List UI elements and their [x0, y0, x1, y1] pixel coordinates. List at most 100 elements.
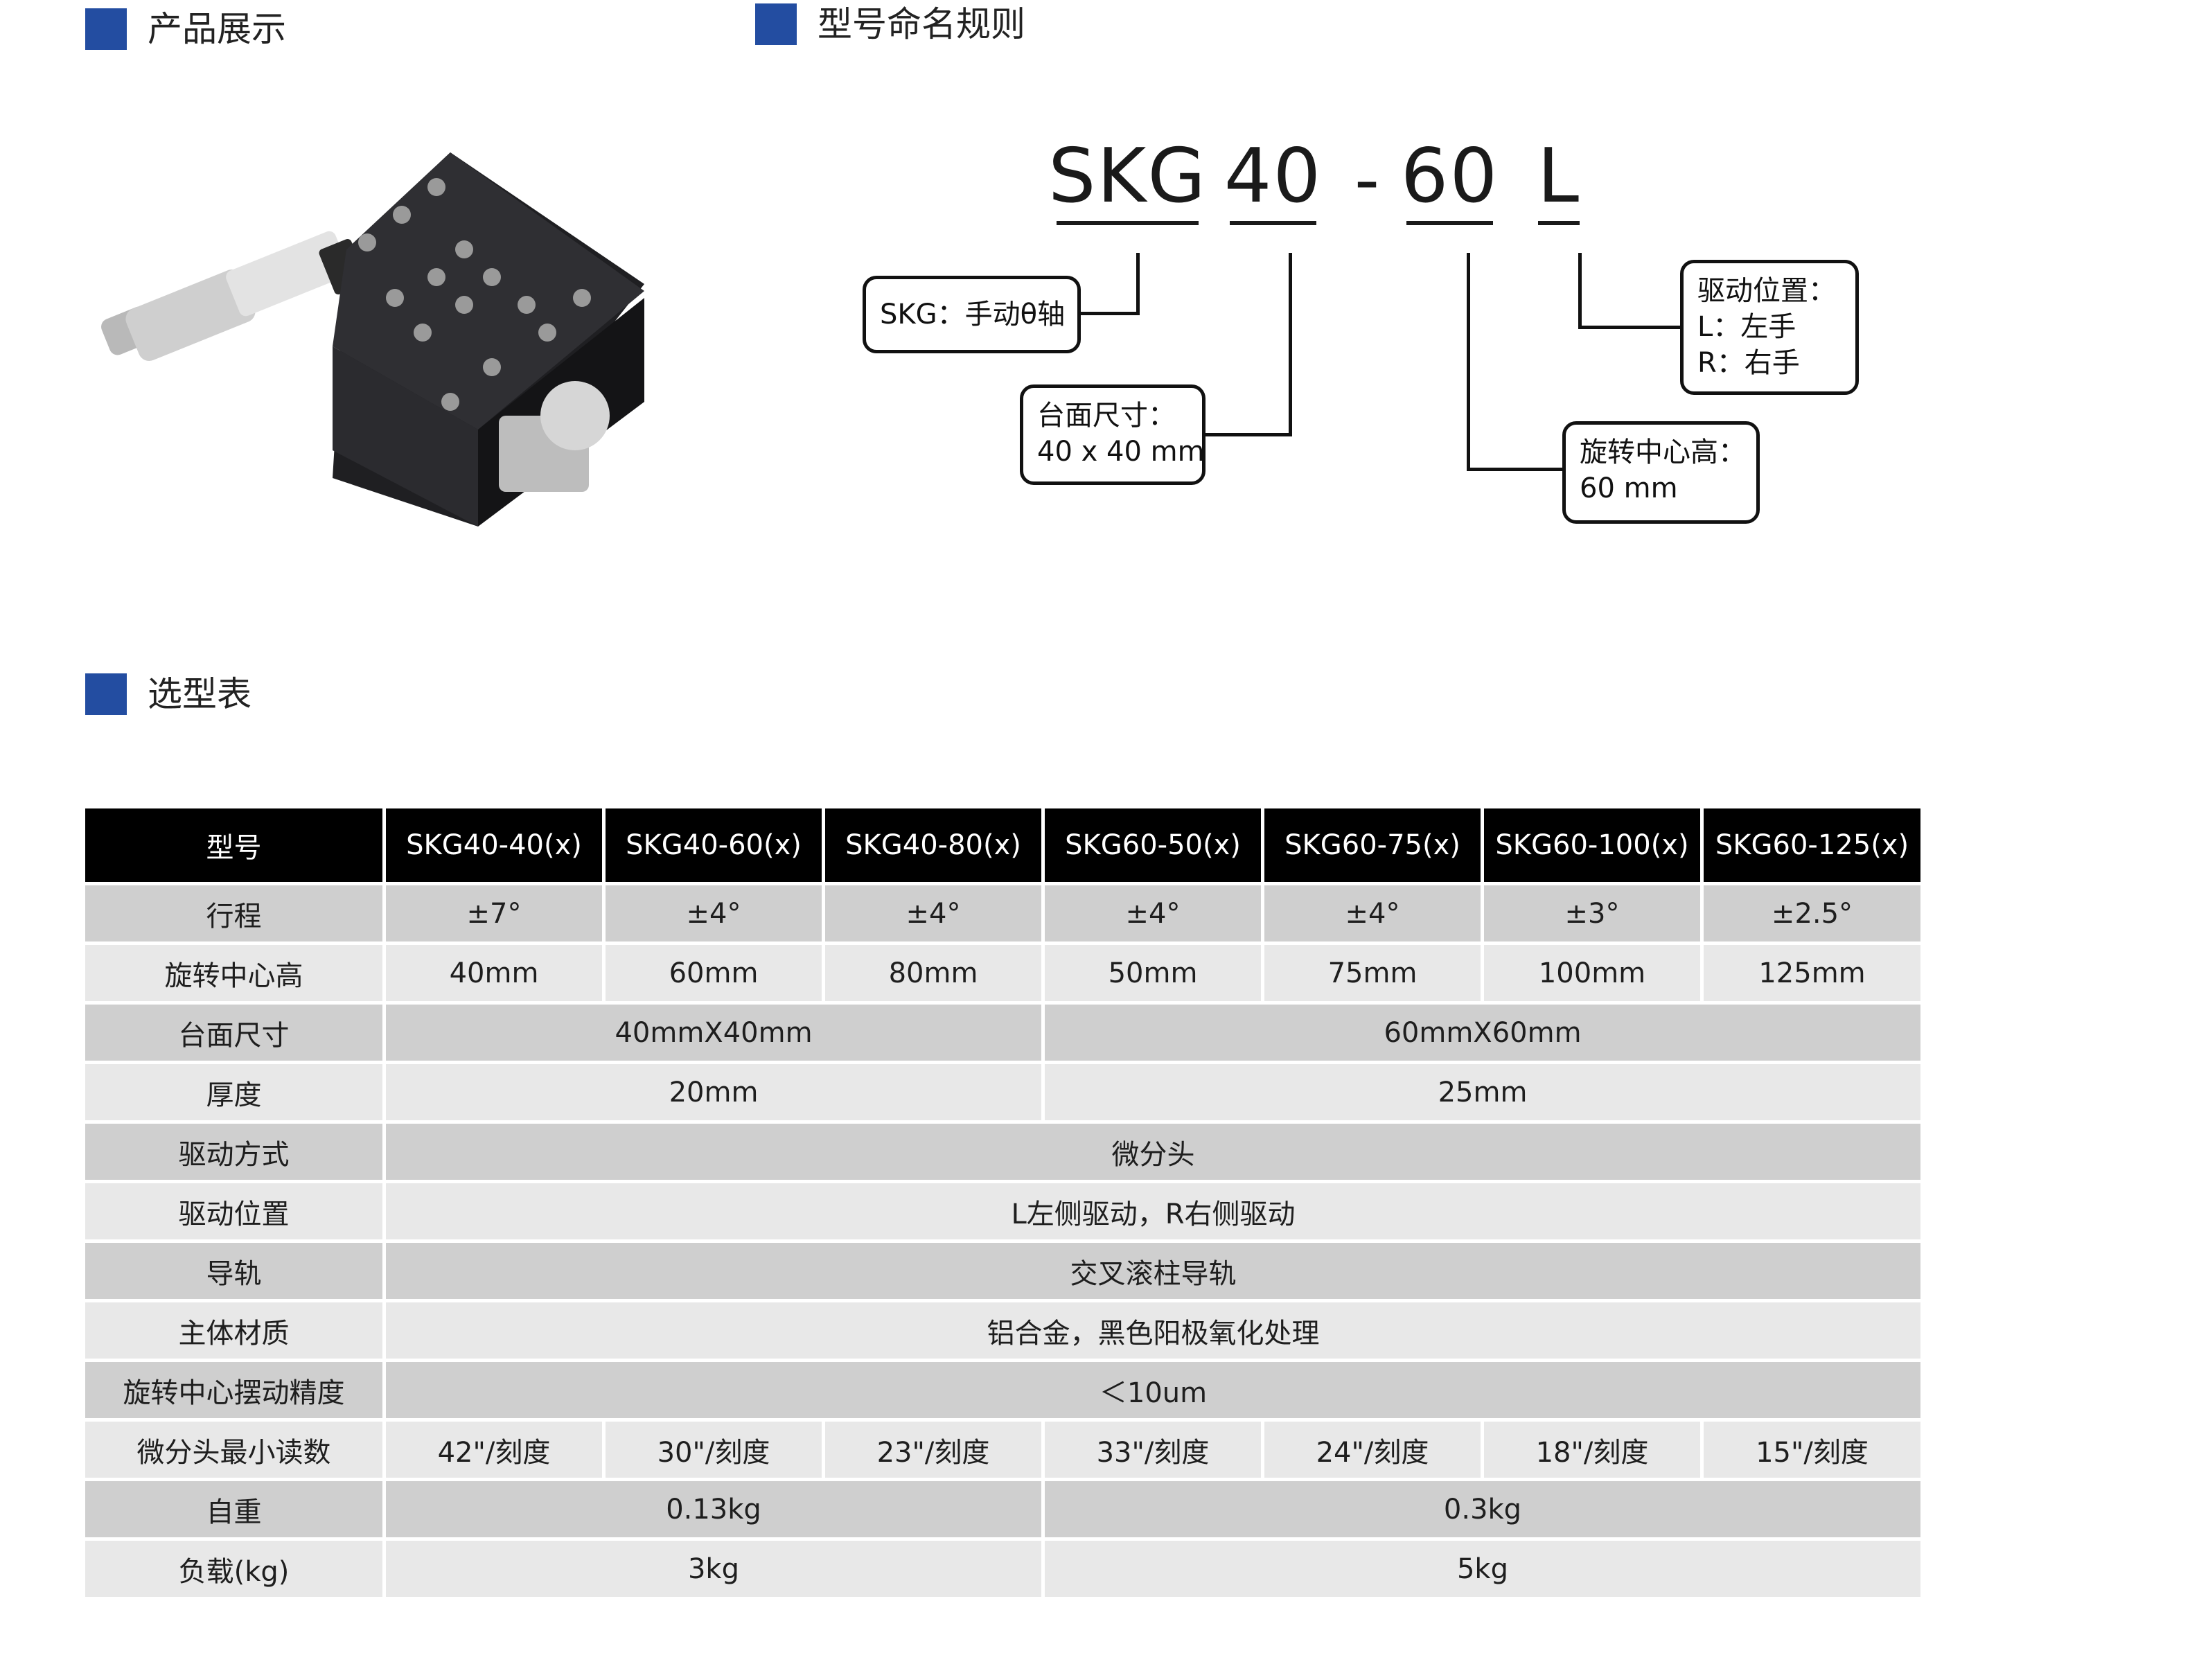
- table-cell: 23"/刻度: [822, 1418, 1045, 1481]
- table-cell: 40mmX40mm: [382, 1001, 1045, 1064]
- table-cell: 24"/刻度: [1261, 1418, 1484, 1481]
- row-label: 台面尺寸: [82, 1001, 386, 1064]
- row-label: 驱动位置: [82, 1180, 386, 1243]
- connector-line: [1578, 253, 1582, 329]
- box-size-title: 台面尺寸：: [1037, 400, 1176, 432]
- section-marker: [85, 673, 127, 715]
- code-drive: L: [1537, 133, 1581, 232]
- section-title-text: 选型表: [148, 674, 251, 714]
- table-cell: 33"/刻度: [1041, 1418, 1264, 1481]
- table-cell: ±7°: [382, 882, 606, 945]
- table-cell: 3kg: [382, 1537, 1045, 1600]
- section-title-text: 产品展示: [148, 9, 286, 49]
- code-dash: -: [1354, 139, 1380, 220]
- table-cell: 125mm: [1700, 941, 1924, 1005]
- table-cell: 18"/刻度: [1481, 1418, 1704, 1481]
- section-title-naming: 型号命名规则: [755, 3, 1025, 45]
- table-row: 驱动位置 L左侧驱动，R右侧驱动: [82, 1180, 1924, 1243]
- table-cell: 80mm: [822, 941, 1045, 1005]
- code-underline: [1538, 221, 1580, 225]
- table-cell: 铝合金，黑色阳极氧化处理: [382, 1299, 1924, 1362]
- product-image: [101, 152, 644, 527]
- code-height-text: 60: [1400, 133, 1499, 220]
- code-series-text: SKG: [1048, 133, 1208, 220]
- row-label: 负载(kg): [82, 1537, 386, 1600]
- table-cell: 60mmX60mm: [1041, 1001, 1924, 1064]
- micrometer-drawing: [101, 231, 367, 361]
- header-cell: SKG40-60(x): [602, 805, 825, 885]
- code-drive-text: L: [1537, 133, 1581, 220]
- table-cell: 75mm: [1261, 941, 1484, 1005]
- section-title-text: 型号命名规则: [818, 4, 1025, 44]
- table-row: 导轨 交叉滚柱导轨: [82, 1239, 1924, 1302]
- table-cell: 30"/刻度: [602, 1418, 825, 1481]
- row-label: 旋转中心摆动精度: [82, 1359, 386, 1422]
- table-cell: ±4°: [602, 882, 825, 945]
- header-cell: SKG60-75(x): [1261, 805, 1484, 885]
- box-drive-r: R：右手: [1697, 347, 1800, 379]
- code-size: 40: [1224, 135, 1321, 232]
- box-height: 旋转中心高： 60 mm: [1562, 421, 1760, 524]
- row-label: 驱动方式: [82, 1120, 386, 1183]
- row-label: 微分头最小读数: [82, 1418, 386, 1481]
- connector-line: [1077, 312, 1140, 315]
- row-label: 厚度: [82, 1061, 386, 1124]
- table-row: 旋转中心高 40mm 60mm 80mm 50mm 75mm 100mm 125…: [82, 941, 1924, 1005]
- connector-line: [1578, 326, 1682, 329]
- table-cell: ＜10um: [382, 1359, 1924, 1422]
- box-size: 台面尺寸： 40 x 40 mm: [1020, 384, 1206, 485]
- box-drive-l: L：左手: [1697, 311, 1796, 343]
- table-row: 自重 0.13kg 0.3kg: [82, 1478, 1924, 1541]
- table-cell: 交叉滚柱导轨: [382, 1239, 1924, 1302]
- table-cell: 40mm: [382, 941, 606, 1005]
- connector-line: [1467, 253, 1470, 471]
- section-marker: [755, 3, 797, 45]
- selection-table: 型号 SKG40-40(x) SKG40-60(x) SKG40-80(x) S…: [82, 805, 1924, 1600]
- table-cell: ±3°: [1481, 882, 1704, 945]
- table-cell: ±4°: [822, 882, 1045, 945]
- table-row: 行程 ±7° ±4° ±4° ±4° ±4° ±3° ±2.5°: [82, 882, 1924, 945]
- row-label: 行程: [82, 882, 386, 945]
- table-row: 负载(kg) 3kg 5kg: [82, 1537, 1924, 1600]
- table-header-row: 型号 SKG40-40(x) SKG40-60(x) SKG40-80(x) S…: [82, 805, 1924, 885]
- connector-line: [1202, 433, 1292, 436]
- table-cell: 25mm: [1041, 1061, 1924, 1124]
- table-cell: ±2.5°: [1700, 882, 1924, 945]
- header-cell: SKG60-50(x): [1041, 805, 1264, 885]
- table-cell: 0.3kg: [1041, 1478, 1924, 1541]
- connector-line: [1289, 253, 1292, 436]
- code-underline: [1057, 221, 1199, 225]
- box-drive: 驱动位置： L：左手 R：右手: [1680, 260, 1859, 395]
- table-cell: 60mm: [602, 941, 825, 1005]
- table-cell: 100mm: [1481, 941, 1704, 1005]
- table-cell: ±4°: [1261, 882, 1484, 945]
- table-row: 台面尺寸 40mmX40mm 60mmX60mm: [82, 1001, 1924, 1064]
- table-cell: 50mm: [1041, 941, 1264, 1005]
- table-cell: 15"/刻度: [1700, 1418, 1924, 1481]
- box-series-text: SKG：手动θ轴: [880, 299, 1066, 330]
- table-row: 厚度 20mm 25mm: [82, 1061, 1924, 1124]
- header-cell: 型号: [82, 805, 386, 885]
- header-cell: SKG60-125(x): [1700, 805, 1924, 885]
- section-title-selection: 选型表: [85, 673, 251, 715]
- box-size-value: 40 x 40 mm: [1037, 436, 1205, 468]
- box-height-value: 60 mm: [1580, 472, 1678, 504]
- box-height-title: 旋转中心高：: [1580, 436, 1746, 468]
- header-cell: SKG40-80(x): [822, 805, 1045, 885]
- code-underline: [1406, 221, 1493, 225]
- box-series: SKG：手动θ轴: [863, 276, 1081, 353]
- connector-line: [1136, 253, 1140, 315]
- table-row: 主体材质 铝合金，黑色阳极氧化处理: [82, 1299, 1924, 1362]
- code-underline: [1230, 221, 1316, 225]
- table-row: 微分头最小读数 42"/刻度 30"/刻度 23"/刻度 33"/刻度 24"/…: [82, 1418, 1924, 1481]
- row-label: 旋转中心高: [82, 941, 386, 1005]
- code-size-text: 40: [1224, 133, 1323, 220]
- table-cell: 5kg: [1041, 1537, 1924, 1600]
- table-cell: ±4°: [1041, 882, 1264, 945]
- table-cell: 0.13kg: [382, 1478, 1045, 1541]
- header-cell: SKG60-100(x): [1481, 805, 1704, 885]
- section-marker: [85, 8, 127, 50]
- row-label: 主体材质: [82, 1299, 386, 1362]
- table-cell: 20mm: [382, 1061, 1045, 1124]
- box-drive-title: 驱动位置：: [1697, 275, 1836, 307]
